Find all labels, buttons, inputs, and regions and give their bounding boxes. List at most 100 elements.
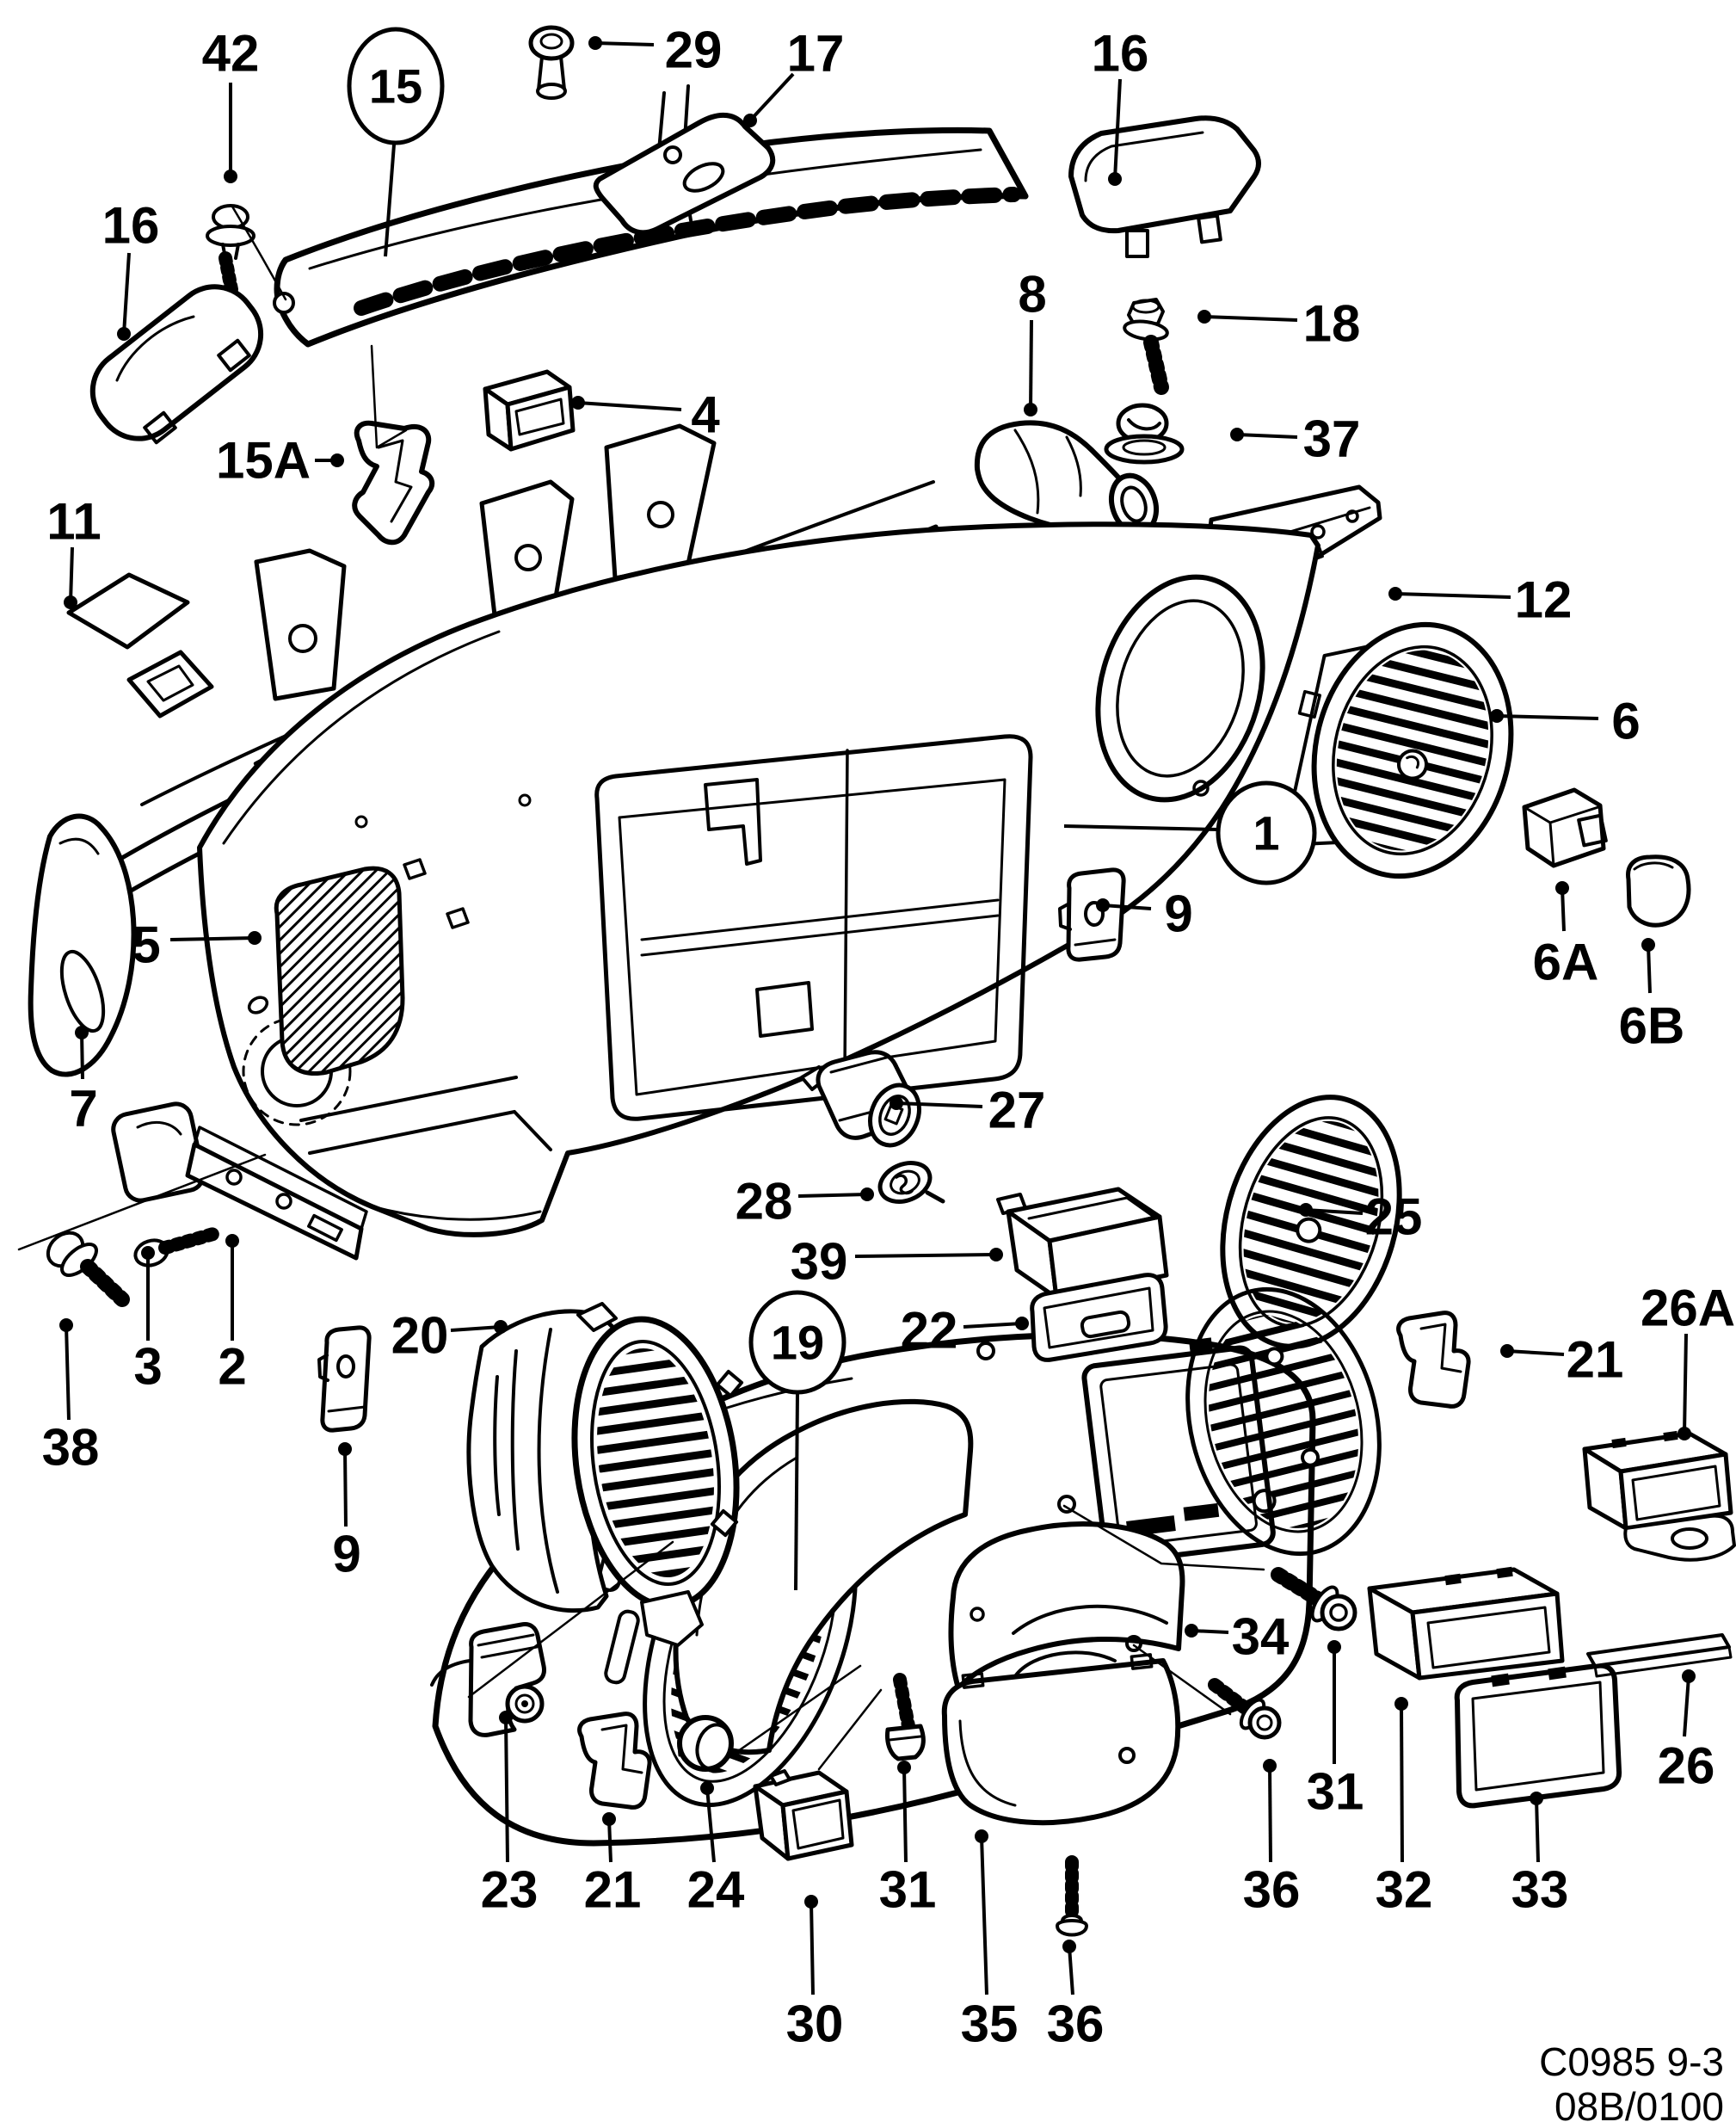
leader-line [1400,1703,1404,1863]
leader-dot [890,1096,903,1110]
leader-dot [700,1781,714,1795]
fastener-clip-part-29 [528,25,575,100]
clip-bracket-part-15A [352,420,435,546]
callout-label: 34 [1232,1608,1290,1666]
screw-part-38 [46,1231,130,1307]
callout-c31r: 31 [1307,1640,1364,1821]
callout-label: 39 [791,1233,848,1291]
leader-dot [1388,587,1402,601]
callout-c27: 27 [890,1082,1045,1139]
callout-label: 3 [133,1338,162,1396]
leader-dot [1394,1697,1408,1711]
instrument-panel-part-1 [197,521,1320,1237]
leader-dot [1500,1344,1514,1358]
leader-dot [1530,1792,1543,1805]
callout-c3: 3 [133,1246,163,1396]
leader-line [169,936,255,941]
callout-label: 17 [787,25,845,83]
callout-label: 36 [1243,1861,1301,1919]
demister-duct-part-7 [28,813,137,1077]
leader-line [854,1253,997,1258]
leader-dot [224,170,237,183]
callout-c36m: 36 [1243,1759,1301,1919]
leader-line [748,72,795,122]
leader-dot [743,114,757,127]
callout-c4: 4 [571,386,720,444]
leader-dot [1490,709,1504,723]
leader-dot [804,1895,818,1909]
drawing-code-line1: C0985 9-3 [1539,2039,1724,2084]
leader-line [384,144,396,257]
leader-line [69,546,74,603]
connector-part-6A [1522,787,1608,868]
callout-label: 15 [369,59,422,114]
leader-dot [1024,403,1037,416]
leader-dot [1197,310,1211,324]
callout-c42: 42 [202,25,259,183]
callout-label: 36 [1047,1995,1105,2053]
leader-dot [1108,172,1122,186]
leader-line [607,1818,613,1863]
leader-dot [588,36,602,50]
leader-line [980,1835,988,1995]
leader-line [1102,904,1152,910]
leader-line [80,1032,84,1080]
storage-tray-part-26A [1582,1430,1736,1562]
leader-line [1506,1349,1565,1356]
leader-line [1683,1675,1690,1737]
leader-line [343,1448,348,1527]
callout-c33: 33 [1511,1792,1568,1919]
leader-dot [1299,1203,1313,1217]
callout-c39: 39 [791,1233,1003,1291]
callout-label: 31 [879,1861,937,1919]
leader-line [1068,1946,1074,1995]
leader-dot [75,1026,89,1039]
callout-label: 4 [691,386,720,444]
leader-line [1647,944,1652,994]
callout-c6A: 6A [1533,881,1598,991]
bracket-box-part-4 [483,369,576,452]
leader-dot [1555,881,1569,895]
callout-label: 26 [1658,1737,1715,1795]
leader-line [794,1391,799,1591]
support-bracket-part-2 [111,1101,368,1261]
leader-dot [141,1246,155,1260]
leader-dot [1062,1940,1076,1953]
leader-dot [494,1320,508,1334]
callout-label: 6 [1611,693,1640,750]
callout-c12: 12 [1388,571,1572,629]
callout-label: 27 [988,1082,1046,1139]
leader-dot [59,1318,73,1332]
callout-label: 22 [901,1302,958,1360]
storage-cubby-part-32 [1367,1566,1565,1681]
callout-label: 8 [1018,266,1046,324]
leader-line [963,1322,1023,1329]
callout-c35: 35 [961,1829,1018,2053]
clip-part-21-bottom [577,1712,652,1810]
callout-label: 9 [332,1526,360,1583]
foam-strip-part-26 [1586,1633,1733,1678]
callout-c21b: 21 [584,1812,641,1919]
callout-c11: 11 [46,493,102,609]
callout-c7: 7 [69,1026,98,1138]
leader-line [1268,1765,1272,1863]
leader-dot [602,1812,616,1826]
leader-line [705,1787,716,1863]
callout-circle [1216,780,1317,885]
leader-dot [330,453,344,467]
grommet-part-37 [1104,403,1185,465]
leader-line [594,41,655,46]
callout-c22: 22 [901,1302,1029,1360]
leader-dot [571,396,585,410]
callout-c25: 25 [1299,1188,1422,1246]
leader-dot [338,1442,352,1456]
callout-label: 24 [687,1861,745,1919]
callout-c9l: 9 [332,1442,361,1583]
callout-c24: 24 [687,1781,745,1919]
ashtray-lid-part-22 [1030,1273,1168,1362]
callout-c29: 29 [588,22,722,79]
callout-c21r: 21 [1500,1331,1623,1389]
callout-c2: 2 [218,1234,247,1396]
leader-dot [860,1187,874,1201]
